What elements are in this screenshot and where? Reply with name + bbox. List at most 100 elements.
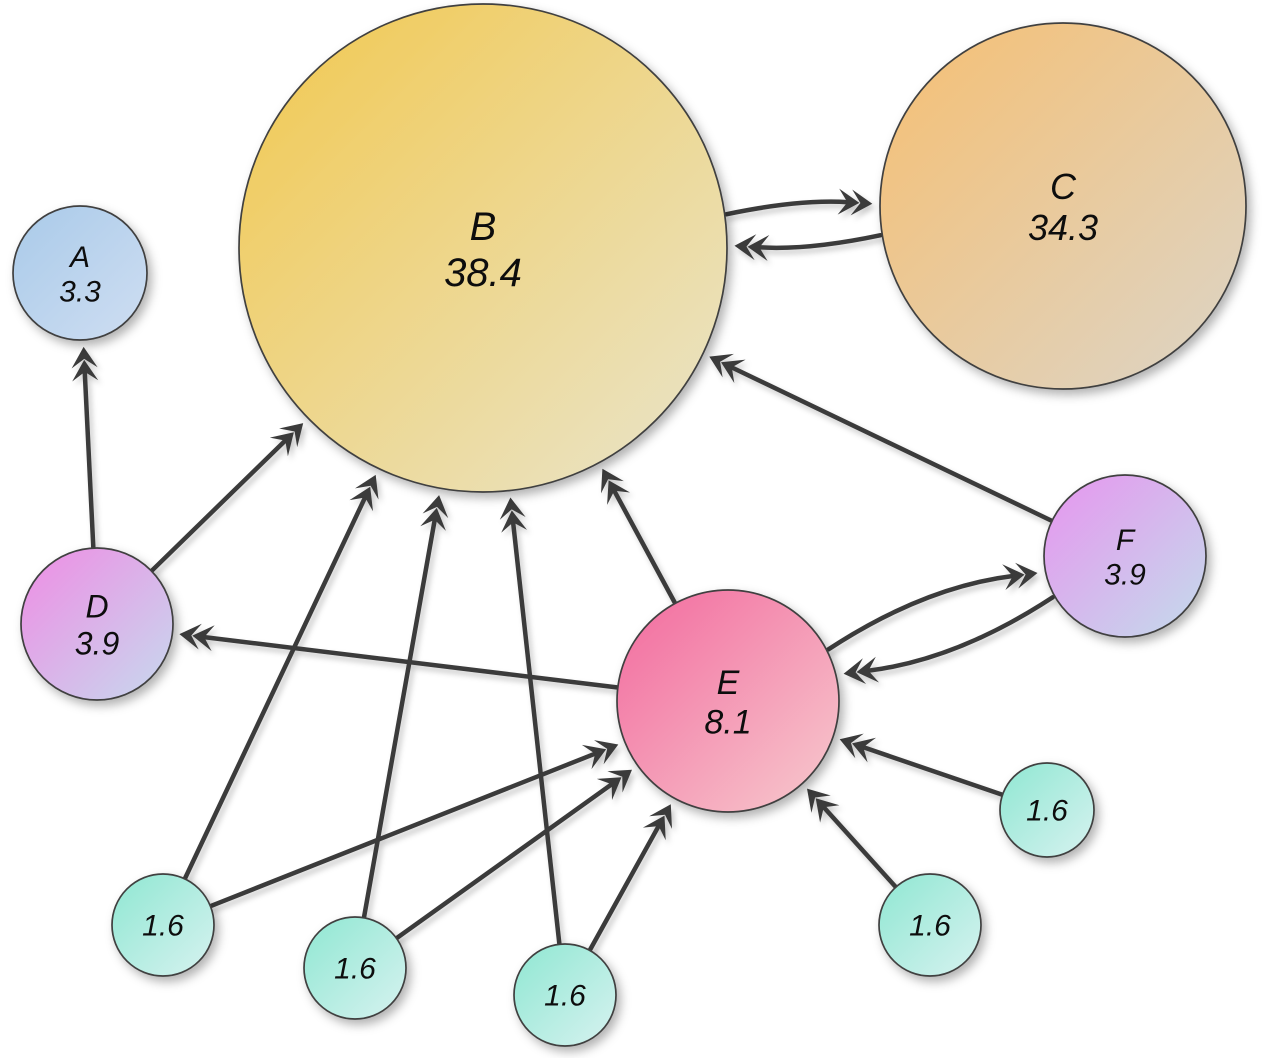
node-circle-s1 — [111, 873, 215, 977]
edge-line — [182, 494, 368, 881]
node-circle-s3 — [513, 943, 617, 1047]
node-s3: 1.6 — [513, 943, 617, 1047]
edge-line — [728, 364, 1054, 523]
node-value: 3.3 — [59, 276, 101, 309]
node-value: 8.1 — [704, 703, 751, 741]
node-D: D3.9 — [20, 547, 174, 701]
edge-line — [756, 232, 883, 251]
edges-layer — [71, 188, 1056, 952]
arrowhead-icon — [355, 474, 379, 500]
arrowhead-icon — [501, 510, 527, 533]
arrowhead-icon — [850, 189, 873, 216]
arrowhead-icon — [1015, 562, 1038, 589]
arrowhead-icon — [349, 486, 373, 512]
node-value: 1.6 — [1026, 795, 1068, 828]
edge-C-B — [734, 232, 883, 261]
edge-s2-E — [395, 769, 632, 940]
node-s2: 1.6 — [303, 916, 407, 1020]
edge-line — [149, 437, 289, 573]
node-letter: C — [1050, 166, 1077, 207]
edge-line — [865, 595, 1056, 674]
node-value: 3.9 — [1104, 559, 1146, 592]
arrowhead-icon — [747, 235, 770, 261]
node-value: 34.3 — [1028, 207, 1098, 248]
edge-line — [723, 199, 851, 217]
node-circle-B — [238, 3, 728, 493]
node-A: A3.3 — [12, 205, 148, 341]
arrowhead-icon — [192, 625, 215, 652]
node-letter: F — [1116, 524, 1136, 557]
edge-line — [395, 781, 615, 940]
node-letter: E — [717, 664, 740, 702]
edge-line — [361, 516, 438, 920]
node-circle-s5 — [999, 762, 1095, 858]
node-value: 38.4 — [444, 251, 522, 295]
node-value: 1.6 — [334, 953, 376, 986]
arrowhead-icon — [843, 658, 867, 684]
arrowhead-icon — [649, 804, 672, 829]
arrowhead-icon — [734, 234, 757, 261]
edge-E-D — [179, 623, 620, 690]
arrowhead-icon — [815, 798, 840, 823]
node-circle-F — [1043, 474, 1207, 638]
edge-s2-B — [361, 495, 449, 920]
arrowhead-icon — [642, 815, 666, 841]
edge-D-A — [71, 346, 99, 550]
node-F: F3.9 — [1043, 474, 1207, 638]
arrowhead-icon — [179, 623, 202, 650]
edge-D-B — [149, 423, 304, 573]
node-letter: B — [470, 205, 497, 249]
edge-line — [587, 822, 662, 952]
edge-line — [860, 744, 1004, 797]
edge-line — [611, 487, 677, 605]
edge-B-C — [723, 188, 873, 217]
node-circle-A — [12, 205, 148, 341]
node-value: 1.6 — [909, 910, 951, 943]
arrowhead-icon — [71, 346, 98, 369]
node-C: C34.3 — [879, 22, 1247, 390]
node-E: E8.1 — [616, 589, 840, 813]
node-circle-E — [616, 589, 840, 813]
edge-s3-B — [499, 497, 562, 946]
edge-line — [820, 804, 898, 889]
edge-line — [826, 573, 1016, 652]
edge-E-B — [601, 468, 677, 605]
edge-s1-B — [182, 474, 379, 881]
node-value: 1.6 — [142, 910, 184, 943]
node-letter: A — [68, 241, 90, 274]
edge-F-E — [843, 595, 1056, 684]
arrowhead-icon — [279, 423, 304, 448]
arrowhead-icon — [709, 353, 734, 378]
arrowhead-icon — [499, 497, 526, 520]
edge-s3-E — [587, 804, 672, 952]
arrowhead-icon — [269, 432, 294, 457]
node-s5: 1.6 — [999, 762, 1095, 858]
node-circle-C — [879, 22, 1247, 390]
edge-line — [510, 519, 562, 946]
arrowhead-icon — [807, 788, 831, 813]
arrowhead-icon — [721, 359, 746, 383]
arrowhead-icon — [594, 740, 619, 765]
arrowhead-icon — [72, 359, 99, 382]
node-B: B38.4 — [238, 3, 728, 493]
node-s1: 1.6 — [111, 873, 215, 977]
arrowhead-icon — [1002, 564, 1025, 590]
arrowhead-icon — [852, 737, 876, 763]
arrowhead-icon — [601, 468, 624, 494]
node-circle-s2 — [303, 916, 407, 1020]
arrowhead-icon — [420, 507, 446, 531]
arrowhead-icon — [607, 769, 632, 793]
arrowhead-icon — [839, 733, 864, 759]
node-value: 3.9 — [75, 625, 120, 661]
arrowhead-icon — [856, 656, 879, 683]
edge-line — [82, 368, 96, 550]
edge-s4-E — [807, 788, 898, 889]
node-s4: 1.6 — [878, 873, 982, 977]
arrowhead-icon — [837, 188, 860, 215]
edge-F-B — [709, 353, 1054, 523]
arrowhead-icon — [607, 480, 630, 505]
node-circle-D — [20, 547, 174, 701]
edge-line — [200, 634, 620, 690]
node-letter: D — [85, 589, 108, 625]
